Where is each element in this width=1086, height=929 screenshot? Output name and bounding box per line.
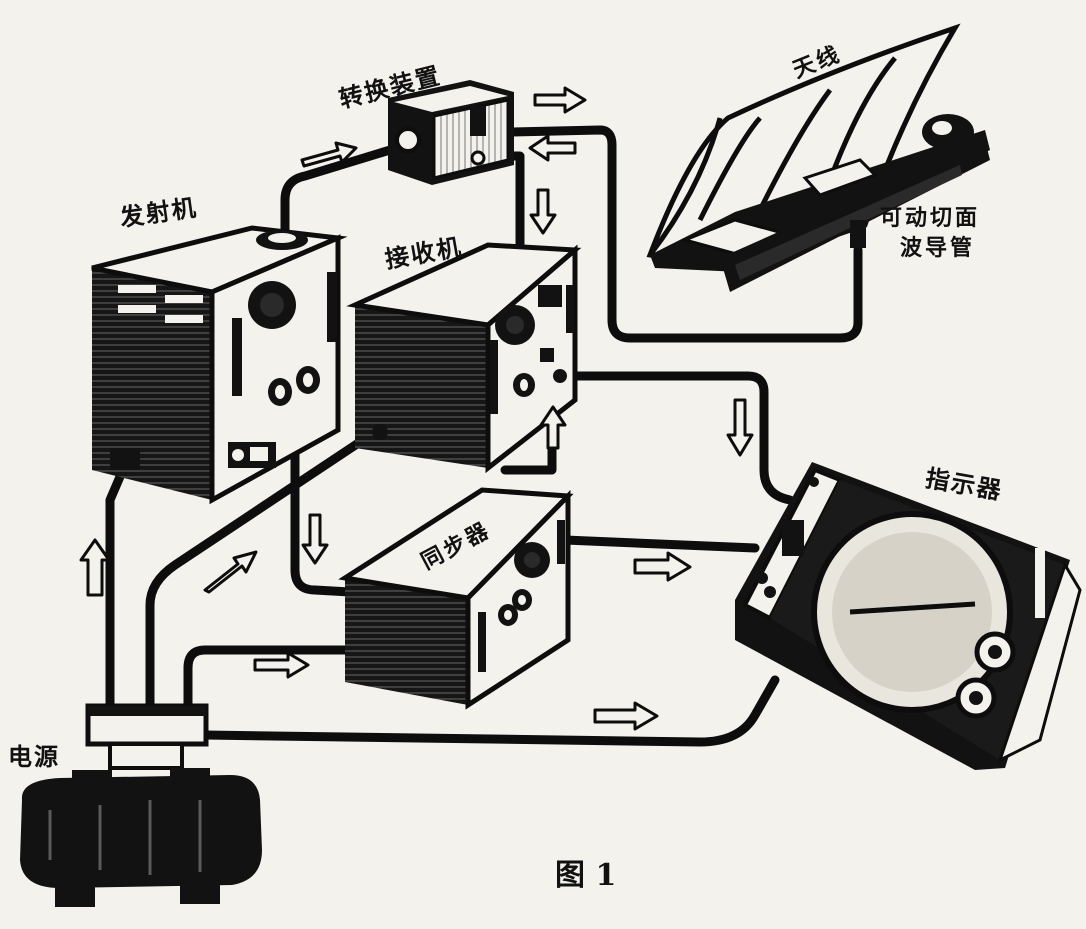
- duplexer-unit: [388, 80, 514, 185]
- arrow-icon: [539, 405, 567, 450]
- label-power-supply: 电源: [8, 743, 60, 771]
- arrow-icon: [79, 538, 111, 597]
- arrow-icon: [301, 513, 329, 565]
- arrow-icon: [533, 86, 587, 114]
- arrow-icon: [203, 550, 258, 594]
- label-waveguide-line2: 波导管: [900, 235, 975, 261]
- synchronizer-unit: [338, 487, 574, 710]
- receiver-unit: [346, 242, 582, 474]
- transmitter-unit: [91, 225, 348, 505]
- arrow-icon: [726, 398, 754, 457]
- arrow-icon: [528, 134, 577, 162]
- label-indicator: 指示器: [923, 464, 1005, 505]
- label-waveguide-line1: 可动切面: [880, 206, 980, 231]
- label-transmitter: 发射机: [117, 193, 199, 232]
- arrow-icon: [633, 551, 692, 582]
- arrow-icon: [253, 651, 310, 679]
- antenna-unit: [646, 23, 990, 292]
- figure-caption: 图 1: [555, 858, 616, 893]
- signal-arrows: [79, 86, 754, 731]
- power-supply-unit: [20, 703, 262, 907]
- arrow-icon: [529, 188, 557, 235]
- cables: [105, 125, 863, 747]
- arrow-icon: [593, 701, 659, 731]
- arrow-icon: [300, 141, 358, 168]
- indicator-unit: [735, 462, 1082, 770]
